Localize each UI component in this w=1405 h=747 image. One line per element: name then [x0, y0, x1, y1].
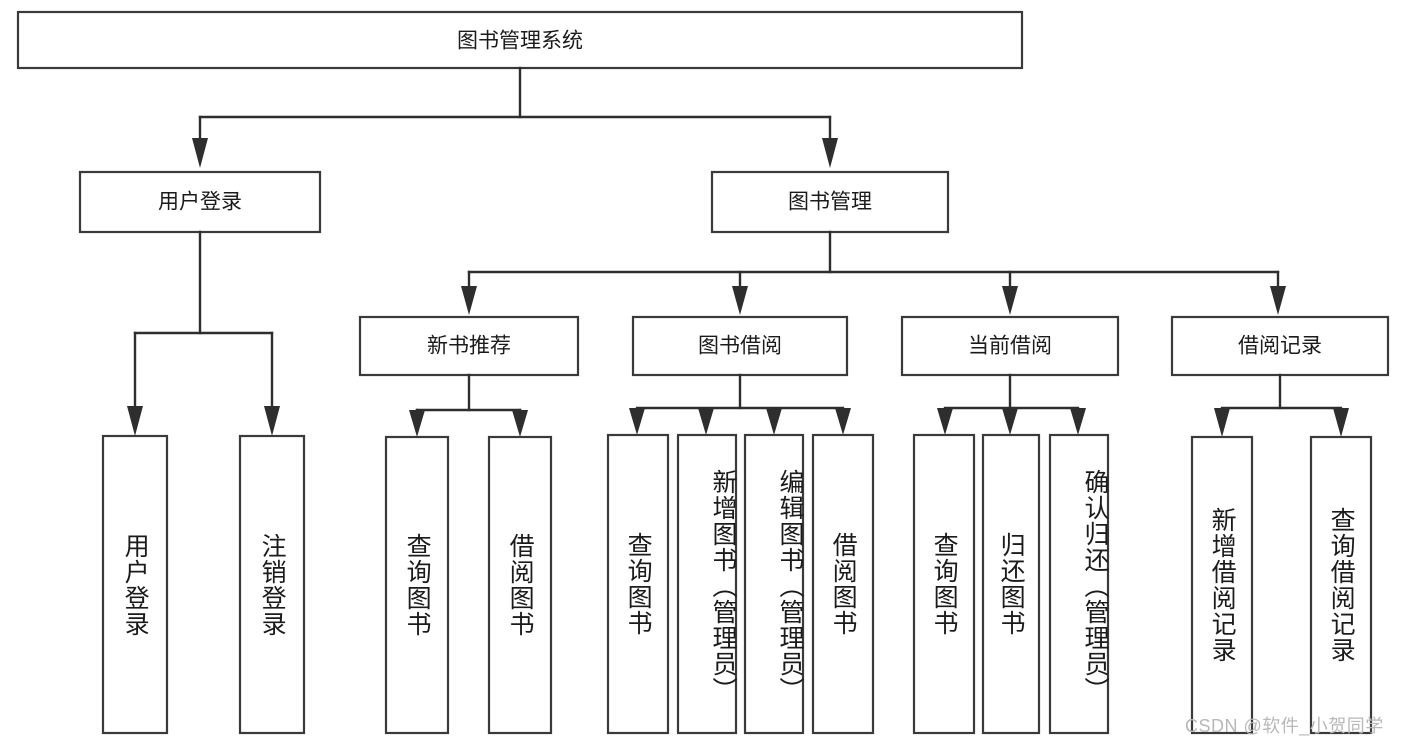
leaf-box-user-login-0[interactable]: [101, 434, 169, 735]
current-borrow-box[interactable]: [900, 315, 1120, 377]
arrow-head-level1-1: [822, 138, 838, 168]
arrow-head-bb-leaf-2: [766, 408, 782, 435]
arrow-head-bb-leaf-3: [835, 408, 851, 435]
node-borrow-record[interactable]: 借阅记录: [1170, 315, 1390, 377]
arrow-head-level2-0: [461, 286, 477, 315]
current-borrow-label: 当前借阅: [968, 335, 1052, 358]
borrow-record-box[interactable]: [1170, 315, 1390, 377]
arrow-head-br-leaf-1: [1333, 408, 1349, 437]
book-borrow-label: 图书借阅: [698, 335, 782, 358]
arrow-head-nbr-leaf-1: [512, 410, 528, 437]
root-label: 图书管理系统: [457, 30, 583, 53]
node-book-management[interactable]: 图书管理: [710, 170, 950, 234]
book-management-label: 图书管理: [788, 191, 872, 214]
arrow-head-level1-0: [192, 138, 208, 168]
node-root[interactable]: 图书管理系统: [16, 10, 1024, 70]
arrow-head-cb-leaf-0: [937, 408, 953, 435]
arrow-head-user-login-leaf-0: [127, 406, 143, 436]
arrow-head-bb-leaf-0: [629, 408, 645, 435]
leaf-box-nbr-0[interactable]: [384, 435, 450, 735]
node-book-borrow[interactable]: 图书借阅: [631, 315, 849, 377]
arrow-head-level2-2: [1002, 286, 1018, 315]
arrow-head-bb-leaf-1: [698, 408, 714, 435]
arrow-head-br-leaf-0: [1214, 408, 1230, 437]
arrow-head-nbr-leaf-0: [409, 410, 425, 437]
arrow-head-level2-3: [1270, 286, 1286, 315]
leaf-box-cb-1[interactable]: [981, 433, 1041, 735]
node-user-login[interactable]: 用户登录: [78, 170, 322, 234]
root-box[interactable]: [16, 10, 1024, 70]
leaf-box-bb-3[interactable]: [811, 433, 875, 735]
leaf-box-cb-0[interactable]: [912, 433, 976, 735]
borrow-record-label: 借阅记录: [1238, 335, 1322, 358]
csdn-watermark: CSDN @软件_小贺同学: [1185, 716, 1384, 736]
leaf-box-bb-2[interactable]: [743, 433, 805, 735]
leaf-box-user-login-1[interactable]: [238, 434, 306, 735]
arrow-head-cb-leaf-2: [1070, 408, 1086, 435]
leaf-box-bb-1[interactable]: [676, 433, 738, 735]
leaf-box-br-0[interactable]: [1190, 435, 1254, 735]
node-new-book-recommend[interactable]: 新书推荐: [358, 315, 580, 377]
new-book-recommend-label: 新书推荐: [427, 335, 511, 358]
arrow-head-level2-1: [732, 286, 748, 315]
new-book-recommend-box[interactable]: [358, 315, 580, 377]
leaf-box-bb-0[interactable]: [606, 433, 670, 735]
arrow-head-user-login-leaf-1: [264, 406, 280, 436]
node-current-borrow[interactable]: 当前借阅: [900, 315, 1120, 377]
book-management-box[interactable]: [710, 170, 950, 234]
leaf-box-br-1[interactable]: [1309, 435, 1373, 735]
book-borrow-box[interactable]: [631, 315, 849, 377]
user-login-label: 用户登录: [158, 191, 242, 214]
leaf-box-nbr-1[interactable]: [487, 435, 553, 735]
leaf-box-cb-2[interactable]: [1048, 433, 1110, 735]
arrow-head-cb-leaf-1: [1002, 408, 1018, 435]
